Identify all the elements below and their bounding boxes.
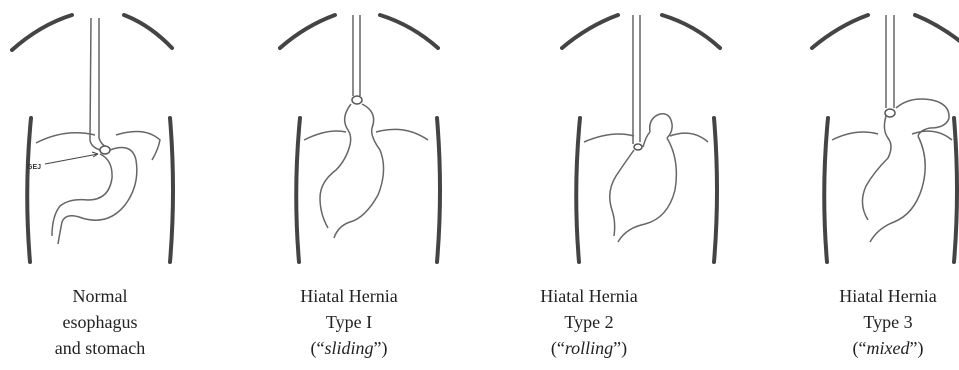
- left-rib-arc: [812, 15, 868, 48]
- gej-ring: [352, 96, 362, 104]
- gej-ring: [100, 146, 110, 154]
- right-body-wall: [437, 118, 440, 262]
- caption-normal-line1: Normal: [15, 283, 185, 309]
- esophagus-tube: [353, 15, 360, 96]
- panel-type3: Hiatal Hernia Type 3 (“mixed”): [770, 0, 959, 370]
- caption-type1-italic: sliding: [324, 338, 373, 358]
- caption-type2-italic: rolling: [565, 338, 613, 358]
- right-body-wall: [954, 118, 957, 262]
- herniated-stomach-outline: [320, 104, 384, 238]
- left-body-wall: [824, 118, 828, 262]
- caption-type1-line2: Type I: [264, 309, 434, 335]
- right-rib-arc: [380, 15, 438, 48]
- panel-type2: Hiatal Hernia Type 2 (“rolling”): [520, 0, 760, 370]
- left-rib-arc: [562, 15, 618, 48]
- caption-type1-line1: Hiatal Hernia: [264, 283, 434, 309]
- type2-anatomy-illustration: [520, 0, 760, 280]
- caption-type3-line3: (“mixed”): [803, 335, 959, 361]
- caption-normal-line3: and stomach: [15, 335, 185, 361]
- caption-normal: Normal esophagus and stomach: [15, 283, 185, 361]
- gej-label: GEJ: [27, 164, 41, 171]
- esophagus-tube: [886, 15, 894, 108]
- right-rib-arc: [915, 15, 959, 45]
- caption-type2-line2: Type 2: [504, 309, 674, 335]
- right-rib-arc: [662, 15, 720, 48]
- panel-normal: GEJ Normal esophagus and stomach: [0, 0, 240, 370]
- caption-type3-line2: Type 3: [803, 309, 959, 335]
- diaphragm-line: [304, 129, 428, 140]
- herniated-fundus-outline: [896, 99, 949, 136]
- caption-type3: Hiatal Hernia Type 3 (“mixed”): [803, 283, 959, 361]
- caption-type2-line1: Hiatal Hernia: [504, 283, 674, 309]
- right-rib-arc: [124, 15, 172, 48]
- type1-anatomy-illustration: [240, 0, 480, 280]
- right-body-wall: [714, 118, 717, 262]
- rolled-fundus-outline: [650, 114, 672, 138]
- esophagus-tube: [633, 15, 640, 144]
- caption-normal-line2: esophagus: [15, 309, 185, 335]
- caption-type1-line3: (“sliding”): [264, 335, 434, 361]
- esophagus-tube: [90, 18, 108, 150]
- left-body-wall: [27, 118, 31, 262]
- type3-anatomy-illustration: [770, 0, 959, 280]
- stomach-outline: [862, 116, 925, 242]
- caption-type3-italic: mixed: [867, 338, 910, 358]
- caption-type2: Hiatal Hernia Type 2 (“rolling”): [504, 283, 674, 361]
- caption-type2-line3: (“rolling”): [504, 335, 674, 361]
- stomach-outline: [610, 132, 677, 242]
- left-rib-arc: [280, 15, 335, 48]
- right-body-wall: [170, 118, 173, 262]
- gej-ring: [885, 109, 895, 117]
- caption-type3-line1: Hiatal Hernia: [803, 283, 959, 309]
- left-rib-arc: [12, 15, 72, 50]
- left-body-wall: [296, 118, 300, 262]
- panel-type1: Hiatal Hernia Type I (“sliding”): [240, 0, 480, 370]
- diaphragm-line: [36, 131, 160, 160]
- gej-pointer-arrow: [45, 154, 98, 164]
- normal-anatomy-illustration: GEJ: [0, 0, 240, 280]
- gej-ring: [634, 144, 642, 150]
- stomach-outline: [52, 148, 137, 244]
- left-body-wall: [576, 118, 580, 262]
- diaphragm-line: [832, 131, 952, 140]
- caption-type1: Hiatal Hernia Type I (“sliding”): [264, 283, 434, 361]
